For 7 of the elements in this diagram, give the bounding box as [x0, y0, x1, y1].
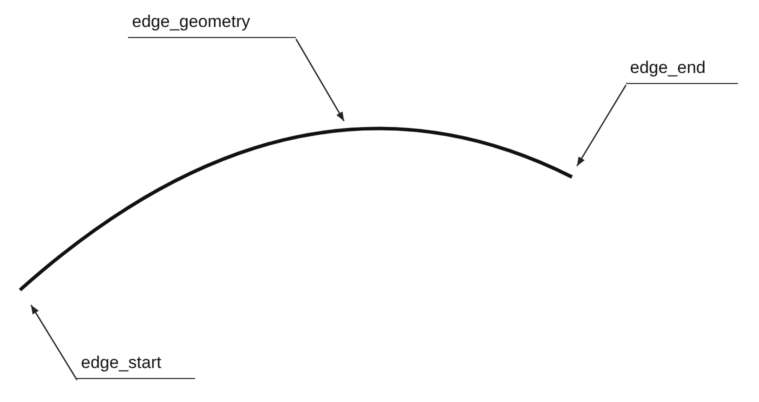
leader-line — [295, 38, 345, 122]
leader-line — [576, 84, 627, 166]
leader-line — [30, 304, 78, 380]
term-label: edge_geometry — [128, 12, 296, 38]
term-label: edge_start — [77, 353, 195, 379]
curved-line — [18, 126, 573, 292]
term-label: edge_end — [626, 58, 738, 84]
